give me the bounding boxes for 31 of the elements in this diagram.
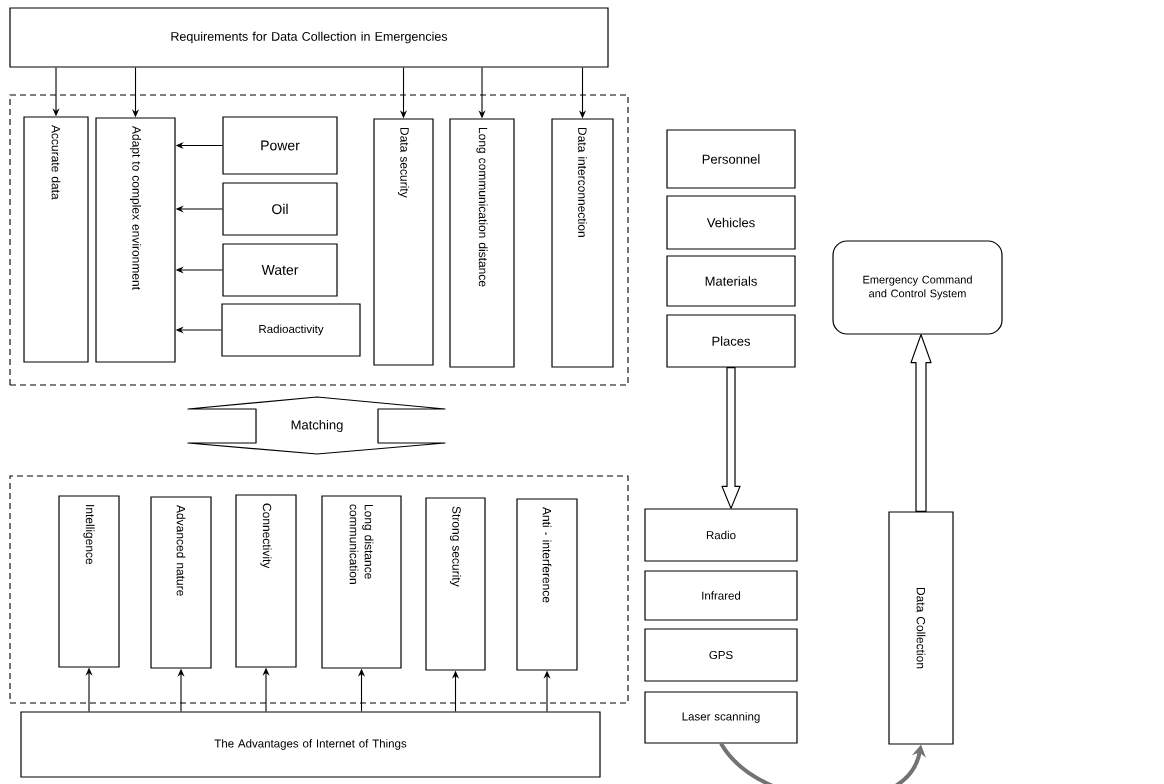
dashed-group-box bbox=[9, 94, 629, 386]
requirement-box: Long communication distance bbox=[449, 118, 515, 368]
object-box: Vehicles bbox=[666, 195, 796, 250]
advantage-box: Long distance communication bbox=[321, 495, 402, 669]
advantage-box: Anti - interference bbox=[516, 498, 578, 671]
factor-box: Water bbox=[222, 243, 338, 297]
title-box: The Advantages of Internet of Things bbox=[20, 711, 601, 778]
dashed-group-box bbox=[9, 475, 629, 704]
requirement-box: Accurate data bbox=[23, 116, 89, 363]
advantage-box: Strong security bbox=[425, 497, 486, 671]
technology-box: Infrared bbox=[644, 570, 798, 621]
advantage-box: Intelligence bbox=[58, 495, 120, 668]
object-box: Places bbox=[666, 314, 796, 368]
factor-box: Power bbox=[222, 116, 338, 175]
technology-box: GPS bbox=[644, 628, 798, 682]
object-box: Personnel bbox=[666, 129, 796, 189]
technology-box: Radio bbox=[644, 508, 798, 562]
arrow bbox=[910, 334, 932, 512]
advantage-box: Advanced nature bbox=[150, 496, 212, 669]
technology-box: Laser scanning bbox=[644, 691, 798, 744]
title-box: Requirements for Data Collection in Emergencies bbox=[9, 7, 609, 68]
requirement-box: Data security bbox=[373, 118, 434, 366]
factor-box: Oil bbox=[222, 182, 338, 236]
requirement-box: Data interconnection bbox=[551, 118, 614, 368]
object-box: Materials bbox=[666, 255, 796, 307]
data-collection-box: Data Collection bbox=[888, 511, 954, 745]
advantage-box: Connectivity bbox=[235, 494, 297, 668]
system-box: Emergency Command and Control System bbox=[832, 240, 1003, 335]
requirement-box: Adapt to complex environment bbox=[95, 117, 176, 363]
arrow bbox=[721, 367, 741, 509]
factor-box: Radioactivity bbox=[221, 303, 361, 357]
